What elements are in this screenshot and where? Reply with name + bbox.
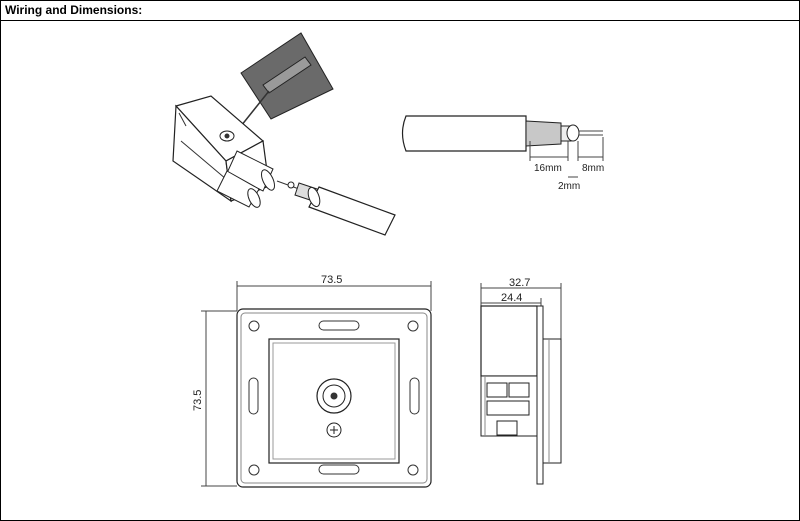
label-core-2mm: 2mm: [558, 181, 580, 192]
side-cover: [542, 338, 562, 464]
label-strip-8mm: 8mm: [582, 163, 604, 174]
side-view: [480, 283, 562, 485]
side-box-body: [480, 305, 538, 377]
corner-hole-tr: [407, 320, 419, 332]
terminal-cylinders: [216, 150, 275, 208]
cable-jacket: [401, 115, 527, 152]
wiring-isometric-illustration: [172, 32, 396, 236]
label-side-depth-total: 32.7: [509, 277, 530, 289]
wiring-dimensions-drawing: 16mm 8mm 2mm: [172, 32, 604, 488]
cable-strip-diagram: [401, 115, 604, 178]
cover-plate: [268, 338, 400, 464]
label-front-height: 73.5: [192, 390, 204, 411]
slot-bottom: [318, 464, 360, 475]
cable-braid: [525, 120, 562, 147]
side-plate: [536, 305, 544, 485]
coax-cable-iso: [276, 180, 396, 236]
slot-top: [318, 320, 360, 331]
tv-connector-pin: [330, 392, 338, 400]
header-bar: Wiring and Dimensions:: [1, 1, 799, 21]
label-side-depth-body: 24.4: [501, 292, 522, 304]
slot-right: [409, 377, 420, 415]
front-view: [201, 281, 432, 488]
corner-hole-tl: [248, 320, 260, 332]
corner-hole-bl: [248, 464, 260, 476]
label-front-width: 73.5: [321, 274, 342, 286]
corner-hole-br: [407, 464, 419, 476]
slot-left: [248, 377, 259, 415]
label-strip-16mm: 16mm: [534, 163, 562, 174]
page-title: Wiring and Dimensions:: [5, 3, 143, 17]
